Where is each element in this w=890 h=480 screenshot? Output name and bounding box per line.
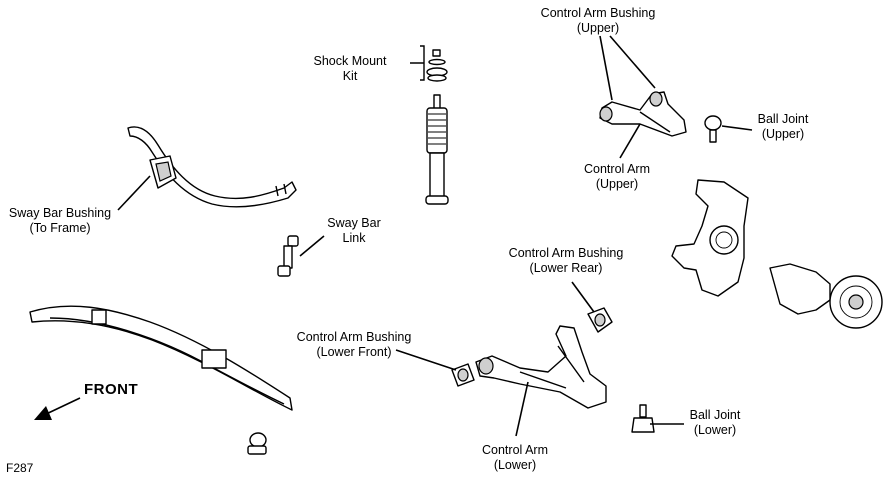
figure-id: F287 — [6, 461, 34, 475]
sway-bar-link — [277, 235, 299, 277]
shock-mount-kit — [410, 45, 448, 82]
upper-control-arm — [599, 91, 687, 137]
label-control-arm-bushing-lower-front: Control Arm Bushing (Lower Front) — [296, 330, 412, 359]
sway-bar-bushing — [149, 155, 177, 189]
label-control-arm-bushing-upper: Control Arm Bushing (Upper) — [540, 6, 656, 35]
lower-ball-joint — [631, 404, 655, 433]
front-arrow — [34, 397, 81, 420]
ball-joint-left — [247, 432, 267, 455]
lower-rear-bushing — [587, 307, 613, 333]
label-control-arm-upper: Control Arm (Upper) — [584, 162, 650, 191]
label-control-arm-bushing-lower-rear: Control Arm Bushing (Lower Rear) — [508, 246, 624, 275]
lower-front-bushing — [451, 363, 475, 387]
label-sway-bar-bushing: Sway Bar Bushing (To Frame) — [8, 206, 112, 235]
hub-assembly — [769, 263, 883, 329]
shock-absorber — [425, 94, 449, 205]
label-ball-joint-upper: Ball Joint (Upper) — [757, 112, 809, 141]
label-control-arm-lower: Control Arm (Lower) — [482, 443, 548, 472]
steering-knuckle — [671, 179, 749, 297]
label-ball-joint-lower: Ball Joint (Lower) — [689, 408, 741, 437]
upper-ball-joint — [704, 115, 722, 143]
leaf-spring — [29, 305, 293, 411]
label-shock-mount-kit: Shock Mount Kit — [313, 54, 387, 83]
label-sway-bar-link: Sway Bar Link — [327, 216, 381, 245]
sway-bar — [127, 126, 297, 208]
front-label: FRONT — [84, 381, 139, 398]
leader-lines — [117, 35, 753, 437]
lower-control-arm — [475, 325, 607, 409]
